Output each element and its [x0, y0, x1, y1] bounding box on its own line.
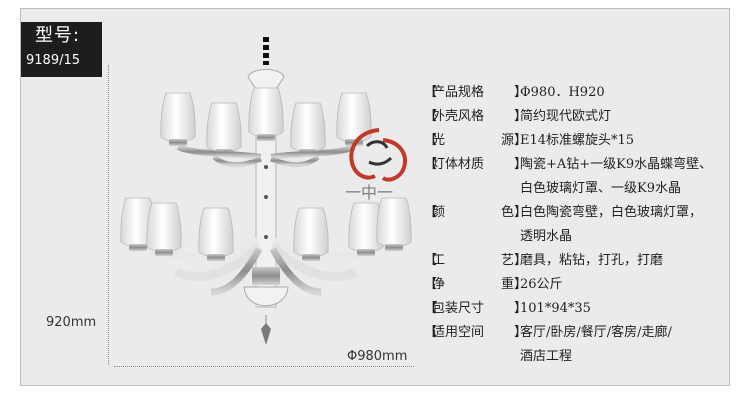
watermark-logo: 一中一 — [345, 128, 407, 202]
spec-value: 101*94*35 — [520, 301, 591, 316]
spec-label: 光源 — [432, 133, 514, 148]
spec-label: 净重 — [432, 277, 514, 292]
width-dimension-label: Φ980mm — [347, 349, 408, 364]
watermark-text: 一中一 — [345, 183, 393, 202]
spec-value: 26公斤 — [520, 277, 563, 292]
bracket: 【 — [424, 109, 438, 124]
chandelier-image — [120, 37, 412, 345]
bracket: 【 — [424, 205, 438, 220]
height-dimension-line — [108, 65, 109, 365]
spec-row: 【包装尺寸】101*94*35 — [424, 297, 750, 321]
spec-row: 【颜色】白色陶瓷弯壁，白色玻璃灯罩， 透明水晶 — [424, 201, 750, 249]
spec-list: 【产品规格】Φ980．H920【外壳风格】简约现代欧式灯【光源】E14标准螺旋头… — [424, 81, 750, 369]
spec-row: 【外壳风格】简约现代欧式灯 — [424, 105, 750, 129]
model-number: 9189/15 — [26, 53, 81, 68]
product-panel: 型号: 9189/15 920mm Φ980mm — [20, 8, 730, 386]
bracket: 【 — [424, 301, 438, 316]
bracket: 【 — [424, 157, 438, 172]
spec-label: 外壳风格 — [432, 109, 485, 124]
bracket: 【 — [424, 325, 438, 340]
spec-label: 灯体材质 — [432, 157, 485, 172]
spec-row: 【适用空间】客厅/卧房/餐厅/客房/走廊/ 酒店工程 — [424, 321, 750, 369]
spec-value: 陶瓷+A钻+一级K9水晶蝶弯壁、 白色玻璃灯罩、一级K9水晶 — [520, 157, 713, 196]
height-dimension-label: 920mm — [46, 315, 97, 330]
spec-row: 【产品规格】Φ980．H920 — [424, 81, 750, 105]
spec-label: 颜色 — [432, 205, 514, 220]
spec-label: 适用空间 — [432, 325, 485, 340]
width-dimension-line — [114, 366, 414, 367]
bracket: 【 — [424, 277, 438, 292]
spec-value: E14标准螺旋头*15 — [520, 133, 635, 148]
spec-label: 产品规格 — [432, 85, 485, 100]
spec-row: 【净重】26公斤 — [424, 273, 750, 297]
spec-row: 【光源】E14标准螺旋头*15 — [424, 129, 750, 153]
spec-value: 简约现代欧式灯 — [520, 109, 612, 124]
spec-label: 包装尺寸 — [432, 301, 485, 316]
model-label: 型号: — [35, 25, 81, 46]
spec-value: 白色陶瓷弯壁，白色玻璃灯罩， 透明水晶 — [520, 205, 703, 244]
bracket: 【 — [424, 133, 438, 148]
spec-value: 客厅/卧房/餐厅/客房/走廊/ 酒店工程 — [520, 325, 672, 364]
model-badge: 型号: 9189/15 — [21, 22, 102, 77]
bracket: 【 — [424, 85, 438, 100]
spec-row: 【工艺】磨具，粘钻，打孔，打磨 — [424, 249, 750, 273]
spec-value: 磨具，粘钻，打孔，打磨 — [520, 253, 664, 268]
bracket: 【 — [424, 253, 438, 268]
spec-value: Φ980．H920 — [520, 85, 605, 100]
spec-row: 【灯体材质】陶瓷+A钻+一级K9水晶蝶弯壁、 白色玻璃灯罩、一级K9水晶 — [424, 153, 750, 201]
spec-label: 工艺 — [432, 253, 514, 268]
